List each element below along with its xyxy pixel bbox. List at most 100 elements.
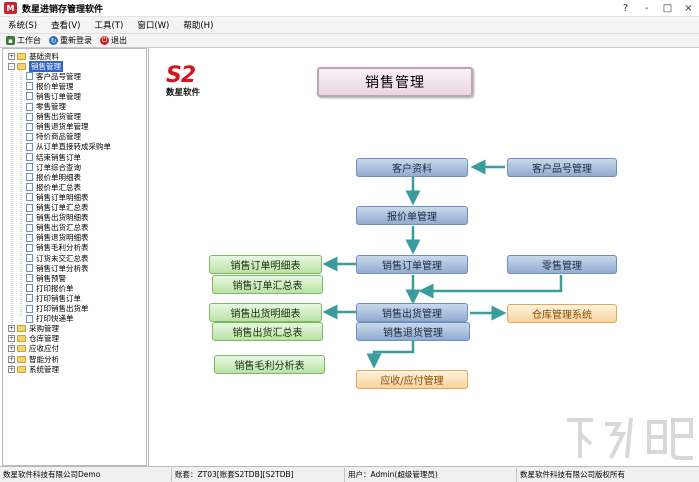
tree-leaf[interactable]: 报价单明细表 <box>26 172 81 182</box>
tree-item-label: 打印快递单 <box>36 314 74 324</box>
tree-leaf[interactable]: 从订单直接转成采购单 <box>26 142 111 152</box>
tree-item-label: 销售订单明细表 <box>36 192 89 202</box>
tree-leaf[interactable]: 打印快递单 <box>26 314 74 324</box>
node-quotation[interactable]: 报价单管理 <box>356 206 468 225</box>
status-company: 数星软件科技有限公司Demo <box>0 467 172 482</box>
expand-icon[interactable]: + <box>8 52 15 60</box>
document-icon <box>26 274 33 283</box>
tree-leaf[interactable]: 销售订单明细表 <box>26 192 89 202</box>
relogin-button[interactable]: ↻ 重新登录 <box>49 35 92 46</box>
help-icon[interactable]: ? <box>622 3 629 14</box>
tree-item-label: 结束销售订单 <box>36 152 81 162</box>
tree-leaf[interactable]: 销售毛利分析表 <box>26 243 89 253</box>
maximize-icon[interactable]: □ <box>662 3 673 14</box>
tree-leaf[interactable]: 零售管理 <box>26 102 66 112</box>
tree-leaf[interactable]: 报价单管理 <box>26 81 74 91</box>
watermark-logo <box>567 417 693 460</box>
tree-folder[interactable]: +仓库管理 <box>8 334 59 344</box>
tree-leaf[interactable]: 销售订单管理 <box>26 91 81 101</box>
tree-leaf[interactable]: 销售出货明细表 <box>26 213 89 223</box>
exit-button[interactable]: ⏻ 退出 <box>100 35 127 46</box>
close-icon[interactable]: × <box>684 3 693 14</box>
menu-window[interactable]: 窗口(W) <box>137 21 170 31</box>
node-shipment-detail-report[interactable]: 销售出货明细表 <box>209 303 322 322</box>
menu-tools[interactable]: 工具(T) <box>94 21 124 31</box>
document-icon <box>26 72 33 81</box>
company-logo: S2 数星软件 <box>166 65 216 99</box>
expand-icon[interactable]: + <box>8 355 15 363</box>
tree-folder[interactable]: +采购管理 <box>8 324 59 334</box>
node-customer-info[interactable]: 客户资料 <box>356 158 468 177</box>
relogin-icon: ↻ <box>49 36 58 45</box>
tree-item-label: 订货未交汇总表 <box>36 253 89 263</box>
tree-folder[interactable]: - 销售管理 <box>8 60 63 72</box>
node-sales-return[interactable]: 销售退货管理 <box>356 322 470 341</box>
exit-icon: ⏻ <box>100 36 109 45</box>
document-icon <box>26 284 33 293</box>
minimize-icon[interactable]: - <box>644 3 649 14</box>
menu-system[interactable]: 系统(S) <box>8 21 38 31</box>
tree-item-label: 销售出货汇总表 <box>36 223 89 233</box>
node-warehouse-system[interactable]: 仓库管理系统 <box>507 304 617 323</box>
expand-icon[interactable]: + <box>8 335 15 343</box>
document-icon <box>26 304 33 313</box>
expand-icon[interactable]: + <box>8 325 15 333</box>
tree-leaf[interactable]: 打印销售订单 <box>26 293 81 303</box>
relogin-button-label: 重新登录 <box>60 36 92 45</box>
tree-leaf[interactable]: 结束销售订单 <box>26 152 81 162</box>
tree-leaf[interactable]: 销售退货单管理 <box>26 122 89 132</box>
tree-connector-lines <box>11 61 22 367</box>
node-order-summary-report[interactable]: 销售订单汇总表 <box>212 275 323 294</box>
navigation-tree[interactable]: +基础资料- 销售管理客户品号管理报价单管理销售订单管理零售管理销售出货管理销售退… <box>2 48 147 466</box>
tree-item-label: 报价单明细表 <box>36 172 81 182</box>
node-receivable-payable[interactable]: 应收/应付管理 <box>356 370 468 389</box>
module-title: 销售管理 <box>317 67 473 97</box>
tree-leaf[interactable]: 销售出货管理 <box>26 112 81 122</box>
tree-leaf[interactable]: 销售预警 <box>26 273 66 283</box>
tree-leaf[interactable]: 打印销售出货单 <box>26 304 89 314</box>
logo-text: 数星软件 <box>166 88 201 98</box>
tree-leaf[interactable]: 订单综合查询 <box>26 162 81 172</box>
tree-folder[interactable]: +基础资料 <box>8 51 59 61</box>
expand-icon[interactable]: + <box>8 365 15 373</box>
tree-item-label: 销售管理 <box>29 60 63 72</box>
node-sales-order[interactable]: 销售订单管理 <box>356 255 468 274</box>
tree-item-label: 系统管理 <box>29 364 59 374</box>
tree-item-label: 打印销售订单 <box>36 293 81 303</box>
node-customer-item-no[interactable]: 客户品号管理 <box>507 158 617 177</box>
tree-leaf[interactable]: 客户品号管理 <box>26 71 81 81</box>
tree-item-label: 销售预警 <box>36 273 66 283</box>
document-icon <box>26 183 33 192</box>
tree-item-label: 报价单管理 <box>36 81 74 91</box>
folder-icon <box>17 325 26 333</box>
desk-button[interactable]: ▪ 工作台 <box>6 35 41 46</box>
node-profit-report[interactable]: 销售毛利分析表 <box>214 355 325 374</box>
tree-leaf[interactable]: 销售退货明细表 <box>26 233 89 243</box>
tree-leaf[interactable]: 销售订单汇总表 <box>26 203 89 213</box>
tree-leaf[interactable]: 销售订单分析表 <box>26 263 89 273</box>
folder-icon <box>17 335 26 343</box>
tree-leaf[interactable]: 销售出货汇总表 <box>26 223 89 233</box>
node-retail[interactable]: 零售管理 <box>507 255 617 274</box>
expand-icon[interactable]: + <box>8 345 15 353</box>
tree-item-label: 特价商品管理 <box>36 132 81 142</box>
tree-leaf[interactable]: 特价商品管理 <box>26 132 81 142</box>
node-order-detail-report[interactable]: 销售订单明细表 <box>209 255 322 274</box>
tree-folder[interactable]: + 系统管理 <box>8 364 59 374</box>
document-icon <box>26 193 33 202</box>
menu-view[interactable]: 查看(V) <box>51 21 81 31</box>
tree-folder[interactable]: +智能分析 <box>8 354 59 364</box>
collapse-icon[interactable]: - <box>8 62 15 70</box>
menu-help[interactable]: 帮助(H) <box>183 21 214 31</box>
node-sales-shipment[interactable]: 销售出货管理 <box>356 303 468 322</box>
node-shipment-summary-report[interactable]: 销售出货汇总表 <box>212 322 323 341</box>
tree-item-label: 销售退货单管理 <box>36 122 89 132</box>
tree-leaf[interactable]: 打印报价单 <box>26 283 74 293</box>
tree-folder[interactable]: +应收应付 <box>8 344 59 354</box>
tree-leaf[interactable]: 报价单汇总表 <box>26 182 81 192</box>
status-user: 用户：Admin(超级管理员) <box>345 467 517 482</box>
desk-icon: ▪ <box>6 36 15 45</box>
tree-item-label: 销售订单分析表 <box>36 263 89 273</box>
tree-leaf[interactable]: 订货未交汇总表 <box>26 253 89 263</box>
document-icon <box>26 254 33 262</box>
